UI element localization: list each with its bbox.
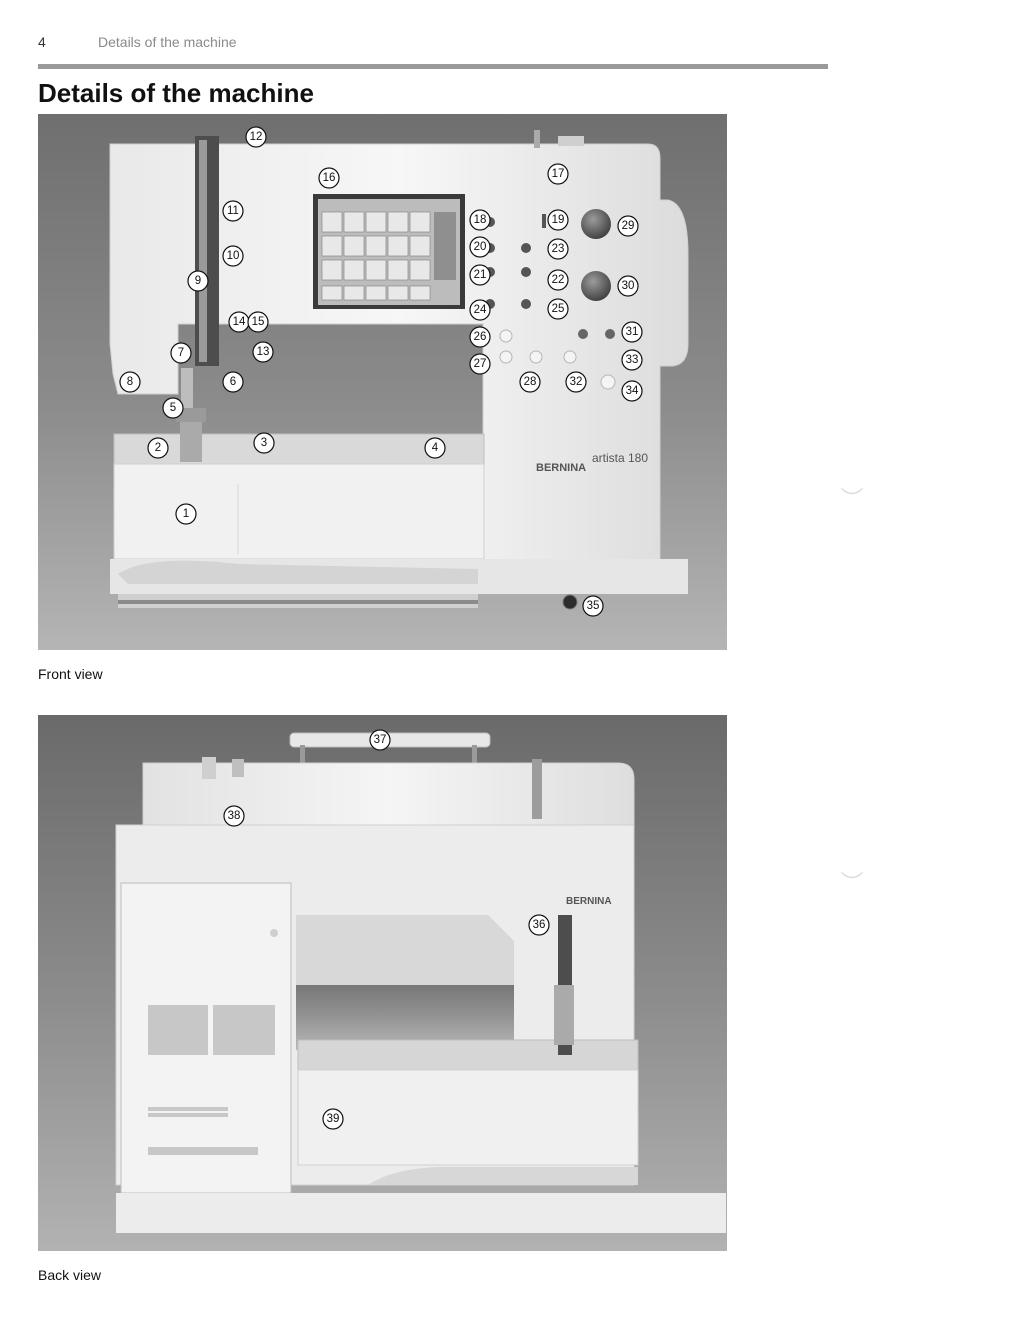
callout-10: 10 <box>222 245 244 267</box>
running-title: Details of the machine <box>98 34 237 50</box>
front-view-caption: Front view <box>38 666 103 682</box>
svg-text:23: 23 <box>552 243 565 255</box>
svg-text:36: 36 <box>533 919 546 931</box>
svg-text:38: 38 <box>228 810 241 822</box>
callout-11: 11 <box>222 200 244 222</box>
svg-text:34: 34 <box>626 385 639 397</box>
svg-text:17: 17 <box>552 168 565 180</box>
callout-8: 8 <box>119 371 141 393</box>
svg-text:4: 4 <box>432 442 439 454</box>
callout-21: 21 <box>469 264 491 286</box>
page-title: Details of the machine <box>38 78 314 108</box>
running-header: 4 Details of the machine <box>38 34 237 50</box>
callout-15: 15 <box>247 311 269 333</box>
back-view-caption: Back view <box>38 1267 102 1283</box>
callout-22: 22 <box>547 269 569 291</box>
svg-text:25: 25 <box>552 303 565 315</box>
callout-26: 26 <box>469 326 491 348</box>
callout-6: 6 <box>222 371 244 393</box>
back-view-photo: BERNINA 36 37 38 39 <box>38 715 727 1251</box>
callout-2: 2 <box>147 437 169 459</box>
svg-text:2: 2 <box>155 442 161 454</box>
callout-23: 23 <box>547 238 569 260</box>
svg-text:24: 24 <box>474 304 487 316</box>
svg-text:14: 14 <box>233 316 246 328</box>
callout-33: 33 <box>621 349 643 371</box>
callout-13: 13 <box>252 341 274 363</box>
svg-text:3: 3 <box>261 437 267 449</box>
front-view-photo: artista 180 BERNINA 1 2 3 4 5 6 7 8 9 10… <box>38 114 727 650</box>
svg-text:33: 33 <box>626 354 639 366</box>
svg-text:13: 13 <box>257 346 270 358</box>
callout-9: 9 <box>187 270 209 292</box>
svg-text:19: 19 <box>552 214 565 226</box>
svg-text:11: 11 <box>227 205 239 217</box>
callout-27: 27 <box>469 353 491 375</box>
front-brand-label: BERNINA <box>536 462 586 474</box>
svg-text:22: 22 <box>552 274 565 286</box>
svg-text:7: 7 <box>178 347 184 359</box>
callout-25: 25 <box>547 298 569 320</box>
callout-18: 18 <box>469 209 491 231</box>
callout-31: 31 <box>621 321 643 343</box>
callout-29: 29 <box>617 215 639 237</box>
svg-text:35: 35 <box>587 600 600 612</box>
svg-text:29: 29 <box>622 220 635 232</box>
callout-17: 17 <box>547 163 569 185</box>
callout-38: 38 <box>223 805 245 827</box>
svg-text:8: 8 <box>127 376 133 388</box>
svg-text:21: 21 <box>474 269 487 281</box>
callout-20: 20 <box>469 236 491 258</box>
svg-text:27: 27 <box>474 358 487 370</box>
svg-text:5: 5 <box>170 402 176 414</box>
svg-text:26: 26 <box>474 331 487 343</box>
svg-text:20: 20 <box>474 241 487 253</box>
callout-32: 32 <box>565 371 587 393</box>
page-number: 4 <box>38 34 46 50</box>
svg-text:6: 6 <box>230 376 236 388</box>
callout-14: 14 <box>228 311 250 333</box>
callout-37: 37 <box>369 729 391 751</box>
svg-text:30: 30 <box>622 280 635 292</box>
svg-text:18: 18 <box>474 214 487 226</box>
svg-text:37: 37 <box>374 734 387 746</box>
svg-text:15: 15 <box>252 316 265 328</box>
svg-text:32: 32 <box>570 376 583 388</box>
svg-text:16: 16 <box>323 172 336 184</box>
svg-text:28: 28 <box>524 376 537 388</box>
svg-text:31: 31 <box>626 326 639 338</box>
back-brand-label: BERNINA <box>566 896 612 907</box>
callout-5: 5 <box>162 397 184 419</box>
svg-text:39: 39 <box>327 1113 340 1125</box>
callout-30: 30 <box>617 275 639 297</box>
callout-36: 36 <box>528 914 550 936</box>
callout-1: 1 <box>175 503 197 525</box>
svg-text:12: 12 <box>250 131 263 143</box>
svg-text:1: 1 <box>183 508 189 520</box>
callout-12: 12 <box>245 126 267 148</box>
callout-19: 19 <box>547 209 569 231</box>
callout-28: 28 <box>519 371 541 393</box>
callout-34: 34 <box>621 380 643 402</box>
callout-4: 4 <box>424 437 446 459</box>
svg-text:10: 10 <box>227 250 240 262</box>
callout-39: 39 <box>322 1108 344 1130</box>
callout-35: 35 <box>582 595 604 617</box>
scan-artifact <box>836 454 868 494</box>
svg-text:9: 9 <box>195 275 201 287</box>
callout-24: 24 <box>469 299 491 321</box>
front-model-label: artista 180 <box>592 451 648 465</box>
header-rule <box>38 64 828 69</box>
scan-artifact <box>836 838 868 878</box>
callout-7: 7 <box>170 342 192 364</box>
callout-16: 16 <box>318 167 340 189</box>
callout-3: 3 <box>253 432 275 454</box>
